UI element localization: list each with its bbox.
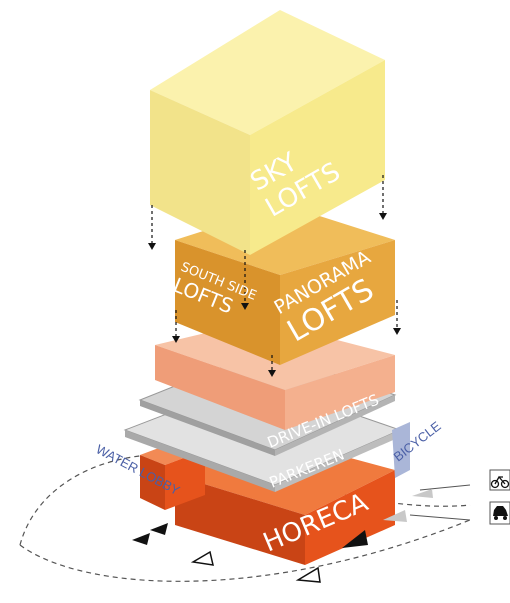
sky-lofts-block <box>150 10 385 255</box>
legend-bicycle <box>489 469 510 491</box>
drop-arrowheads <box>148 213 401 377</box>
car-icon <box>493 506 508 520</box>
ground-route-inner <box>409 484 471 521</box>
traffic-arrows <box>132 489 433 583</box>
bicycle-area <box>392 422 410 478</box>
bicycle-icon <box>490 475 510 489</box>
drop-arrows <box>151 175 398 372</box>
legend-car <box>489 501 510 525</box>
